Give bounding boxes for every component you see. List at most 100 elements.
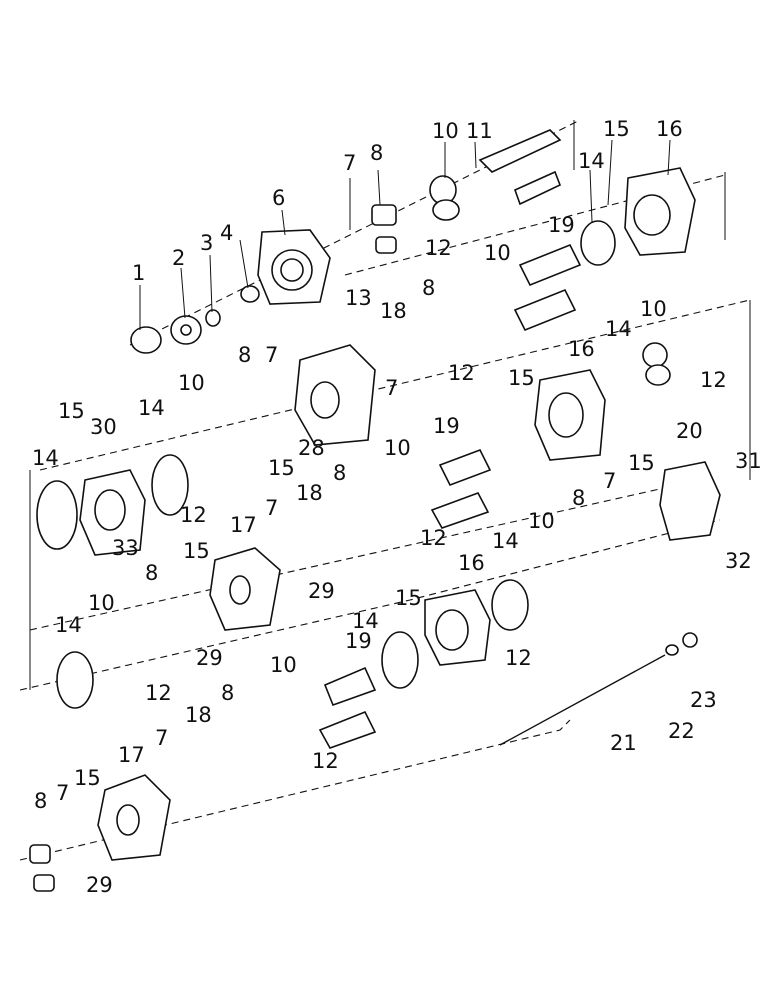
callout-14b: 14 — [605, 317, 632, 341]
callout-10h: 10 — [270, 653, 297, 677]
callout-7f: 7 — [155, 726, 168, 750]
callout-31: 31 — [735, 449, 762, 473]
callout-12d: 12 — [180, 503, 207, 527]
callout-13: 13 — [345, 286, 372, 310]
callout-12g: 12 — [145, 681, 172, 705]
callout-14d: 14 — [32, 446, 59, 470]
callout-10d: 10 — [178, 371, 205, 395]
callout-23: 23 — [690, 688, 717, 712]
end-cover-20 — [659, 461, 721, 541]
seal-3 — [205, 309, 221, 327]
gear-19-lower — [318, 666, 377, 749]
gasket-14-left — [36, 454, 189, 550]
callout-15d: 15 — [268, 456, 295, 480]
callout-14g: 14 — [352, 609, 379, 633]
tie-rod-21 — [499, 632, 698, 746]
gasket-1 — [130, 326, 162, 354]
gasket-14-lower — [56, 579, 529, 709]
housing-28 — [294, 344, 376, 446]
plate-10-top — [429, 175, 460, 221]
callout-4: 4 — [220, 221, 233, 245]
callout-12e: 12 — [420, 526, 447, 550]
callout-3: 3 — [200, 231, 213, 255]
callout-32: 32 — [725, 549, 752, 573]
plate-10-right — [642, 342, 671, 386]
front-cover-6 — [257, 229, 331, 305]
bearing-8-bottom — [29, 844, 55, 892]
callout-12c: 12 — [700, 368, 727, 392]
callout-19: 19 — [548, 213, 575, 237]
callout-14f: 14 — [55, 613, 82, 637]
flange-2 — [170, 315, 202, 345]
body-16-mid — [534, 369, 606, 461]
callout-14c: 14 — [138, 396, 165, 420]
callout-16c: 16 — [458, 551, 485, 575]
callout-10: 10 — [432, 119, 459, 143]
callout-14e: 14 — [492, 529, 519, 553]
bearing-8-top — [371, 204, 397, 254]
callout-12h: 12 — [312, 749, 339, 773]
callout-18: 18 — [380, 299, 407, 323]
ring-4 — [240, 285, 260, 303]
callout-33: 33 — [112, 536, 139, 560]
callout-22: 22 — [668, 719, 695, 743]
callout-10g: 10 — [88, 591, 115, 615]
callout-15c: 15 — [58, 399, 85, 423]
callout-29a: 29 — [308, 579, 335, 603]
callout-15e: 15 — [628, 451, 655, 475]
axis-lines — [19, 119, 751, 861]
callout-15h: 15 — [74, 766, 101, 790]
callout-17: 17 — [230, 513, 257, 537]
callout-12f: 12 — [505, 646, 532, 670]
callout-7e: 7 — [265, 496, 278, 520]
callout-labels: 1 2 3 4 6 7 8 10 11 13 12 15 16 14 19 10… — [32, 117, 762, 897]
callout-17b: 17 — [118, 743, 145, 767]
callout-1: 1 — [132, 261, 145, 285]
leader-lines — [139, 139, 671, 330]
callout-7g: 7 — [56, 781, 69, 805]
callout-29c: 29 — [86, 873, 113, 897]
callout-10f: 10 — [528, 509, 555, 533]
callout-8f: 8 — [145, 561, 158, 585]
callout-19c: 19 — [345, 629, 372, 653]
callout-19b: 19 — [433, 414, 460, 438]
callout-15: 15 — [603, 117, 630, 141]
callout-16b: 16 — [568, 337, 595, 361]
callout-8d: 8 — [333, 461, 346, 485]
callout-11: 11 — [466, 119, 493, 143]
callout-10b: 10 — [484, 241, 511, 265]
callout-8c: 8 — [238, 343, 251, 367]
body-16-top — [624, 167, 696, 256]
callout-18c: 18 — [185, 703, 212, 727]
body-30 — [79, 469, 146, 556]
callout-30: 30 — [90, 415, 117, 439]
callout-16: 16 — [656, 117, 683, 141]
drive-shaft-11 — [478, 129, 562, 206]
callout-7d: 7 — [603, 469, 616, 493]
callout-28: 28 — [298, 436, 325, 460]
callout-8h: 8 — [34, 789, 47, 813]
callout-8b: 8 — [422, 276, 435, 300]
callout-2: 2 — [172, 246, 185, 270]
gear-19-center — [430, 448, 492, 529]
callout-12b: 12 — [448, 361, 475, 385]
callout-15b: 15 — [508, 366, 535, 390]
callout-7: 7 — [343, 151, 356, 175]
callout-18b: 18 — [296, 481, 323, 505]
callout-8e: 8 — [572, 486, 585, 510]
gasket-14-top — [580, 220, 616, 266]
callout-20: 20 — [676, 419, 703, 443]
body-16-lower — [424, 589, 491, 666]
callout-10c: 10 — [640, 297, 667, 321]
callout-21: 21 — [610, 731, 637, 755]
callout-10e: 10 — [384, 436, 411, 460]
callout-7b: 7 — [385, 376, 398, 400]
callout-15g: 15 — [395, 586, 422, 610]
callout-12: 12 — [425, 236, 452, 260]
callout-29b: 29 — [196, 646, 223, 670]
gear-19-mid — [513, 243, 582, 332]
callout-8: 8 — [370, 141, 383, 165]
housing-17-mid — [209, 547, 281, 631]
